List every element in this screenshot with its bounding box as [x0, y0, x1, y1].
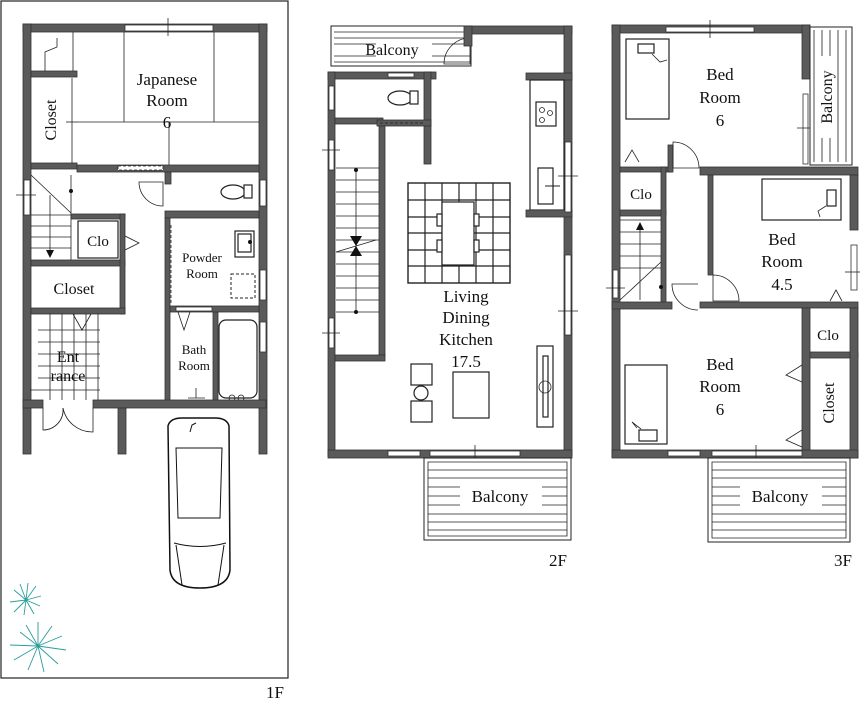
room-label-clo: Clo [87, 234, 109, 250]
room-label-kitchen: Kitchen [439, 330, 493, 349]
floor-label-3f: 3F [834, 551, 852, 570]
room-label-balcony-top-2f: Balcony [365, 42, 418, 59]
floor-label-1f: 1F [266, 683, 284, 702]
car-icon [167, 417, 231, 589]
room-label-entrance: Ent [57, 349, 80, 366]
room-label-balcony-side-3f: Balcony [819, 70, 836, 123]
room-size-bed3: 6 [716, 400, 725, 419]
room-label-bed2: Bed [768, 230, 796, 249]
dining-area-grid [407, 182, 511, 284]
room-size-ldk: 17.5 [451, 352, 481, 371]
room-label-entrance-2: rance [51, 368, 86, 385]
floor-1f: 1F [0, 0, 289, 702]
stairs-1f [30, 174, 73, 260]
room-label-bed1: Bed [706, 65, 734, 84]
room-label-japanese-room: Room [146, 91, 188, 110]
room-label-closet-mid: Closet [54, 281, 95, 298]
room-size-japanese: 6 [163, 113, 172, 132]
room-label-balcony-bottom-2f: Balcony [472, 487, 529, 506]
room-label-closet-3f: Closet [821, 382, 838, 423]
floor-2f: 2F [322, 25, 578, 570]
room-label-bed1-room: Room [699, 88, 741, 107]
room-label-powder: Powder [182, 250, 222, 265]
room-label-clo-top-3f: Clo [630, 187, 652, 203]
room-label-clo-bottom-3f: Clo [817, 328, 839, 344]
stairs-3f [619, 219, 663, 301]
room-size-bed2: 4.5 [771, 275, 792, 294]
room-label-bed2-room: Room [761, 252, 803, 271]
room-label-dining: Dining [442, 308, 490, 327]
lot-boundary [0, 0, 289, 679]
floor-label-2f: 2F [549, 551, 567, 570]
room-label-living: Living [443, 287, 489, 306]
room-label-balcony-bottom-3f: Balcony [752, 487, 809, 506]
room-label-bed3-room: Room [699, 377, 741, 396]
room-label-powder-room: Room [186, 266, 218, 281]
room-label-japanese: Japanese [137, 70, 197, 89]
room-label-bed3: Bed [706, 355, 734, 374]
entrance-tiles [30, 314, 100, 400]
room-label-bath: Bath [182, 342, 207, 357]
room-size-bed1: 6 [716, 111, 725, 130]
room-label-bath-room: Room [178, 358, 210, 373]
stairs-2f [335, 167, 380, 314]
tree-icon [9, 582, 67, 673]
room-label-closet-left: Closet [43, 99, 60, 140]
